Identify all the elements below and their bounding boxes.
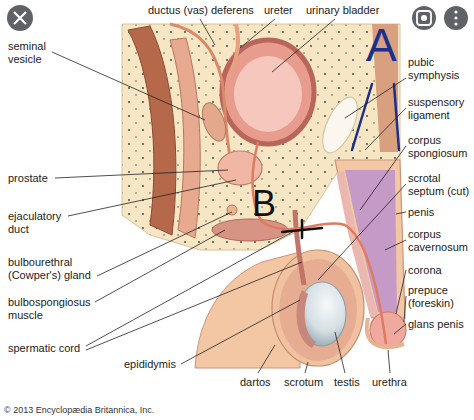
- leader-line: [335, 332, 345, 373]
- pubic-bone: [316, 92, 365, 157]
- leader-line: [68, 180, 236, 216]
- pen-stroke: [301, 220, 304, 238]
- leader-line: [55, 170, 228, 178]
- leader-line: [258, 345, 275, 373]
- icon-dot: [454, 10, 457, 13]
- pen-stroke: [394, 84, 399, 150]
- leader-line: [404, 296, 406, 322]
- part-label: ductus (vas) deferens: [148, 4, 254, 17]
- part-label: spermatic cord: [8, 342, 80, 355]
- leader-line: [200, 19, 215, 45]
- handwritten-strokes: [282, 220, 322, 238]
- corpus-spongiosum-shape: [340, 172, 374, 316]
- icon-circle: [412, 6, 436, 30]
- part-label: bulbourethral (Cowper's) gland: [8, 256, 104, 281]
- annotation-letter: B: [252, 186, 276, 222]
- part-label: prepuce (foreskin): [408, 284, 470, 309]
- icon-circle: [7, 5, 33, 31]
- part-label: dartos: [240, 376, 271, 389]
- part-label: corona: [408, 264, 442, 277]
- bulbospongiosus-shape: [212, 219, 288, 241]
- part-label: pubic symphysis: [408, 56, 470, 81]
- copyright-note: © 2013 Encyclopædia Britannica, Inc.: [4, 405, 154, 415]
- rectum: [170, 38, 200, 238]
- leader-line: [385, 240, 406, 250]
- icon-dot: [454, 22, 457, 25]
- part-label: suspensory ligament: [408, 96, 470, 121]
- leader-lines: [52, 19, 406, 373]
- part-label: scrotum: [284, 376, 323, 389]
- part-label: corpus spongiosum: [408, 134, 470, 159]
- vas-deferens-tube: [170, 24, 232, 165]
- part-label: epididymis: [124, 358, 176, 371]
- icon-cross: [14, 12, 26, 24]
- icon-dot: [454, 16, 457, 19]
- epididymis-shape: [297, 290, 316, 348]
- pen-stroke: [352, 84, 372, 150]
- part-label: ureter: [264, 4, 293, 17]
- ureter-tube: [232, 24, 238, 70]
- leader-line: [95, 230, 225, 302]
- leader-line: [86, 262, 302, 350]
- part-label: bulbospongiosus muscle: [8, 296, 100, 321]
- icon-frame: [417, 11, 431, 25]
- leader-line: [396, 212, 406, 214]
- dartos-layer: [279, 259, 357, 361]
- viewer-close-icon: [7, 5, 33, 31]
- leader-line: [181, 300, 300, 364]
- leader-line: [97, 212, 232, 276]
- leader-line: [365, 108, 406, 150]
- leader-line: [394, 324, 406, 334]
- sacrum: [128, 26, 176, 235]
- part-label: corpus cavernosum: [408, 228, 470, 253]
- part-label: penis: [408, 206, 434, 219]
- part-label: urethra: [372, 376, 407, 389]
- leader-line: [345, 78, 406, 118]
- penis-shape: [335, 160, 405, 318]
- spermatic-cord-shape: [295, 210, 304, 285]
- leader-line: [86, 230, 296, 346]
- icon-dot: [421, 15, 427, 21]
- seminal-vesicle-shape: [198, 100, 230, 144]
- icon-circle: [444, 6, 468, 30]
- part-label: glans penis: [408, 318, 464, 331]
- part-label: scrotal septum (cut): [408, 172, 470, 197]
- leader-line: [360, 146, 406, 210]
- part-label: testis: [334, 376, 360, 389]
- leader-line: [396, 270, 406, 314]
- part-label: prostate: [8, 172, 48, 185]
- leader-line: [388, 350, 390, 373]
- viewer-lens-icon: [412, 6, 436, 30]
- part-label: seminal vesicle: [8, 40, 56, 65]
- viewer-menu-icon: [444, 6, 468, 30]
- annotation-letter: A: [366, 22, 397, 68]
- leader-line: [52, 52, 205, 120]
- part-label: urinary bladder: [306, 4, 379, 17]
- part-label: ejaculatory duct: [8, 210, 70, 235]
- leader-line: [318, 184, 406, 280]
- leader-line: [305, 362, 308, 373]
- handwritten-strokes: [352, 84, 399, 150]
- bladder-lumen: [234, 56, 302, 132]
- leader-line: [240, 19, 275, 48]
- leader-line: [272, 19, 335, 72]
